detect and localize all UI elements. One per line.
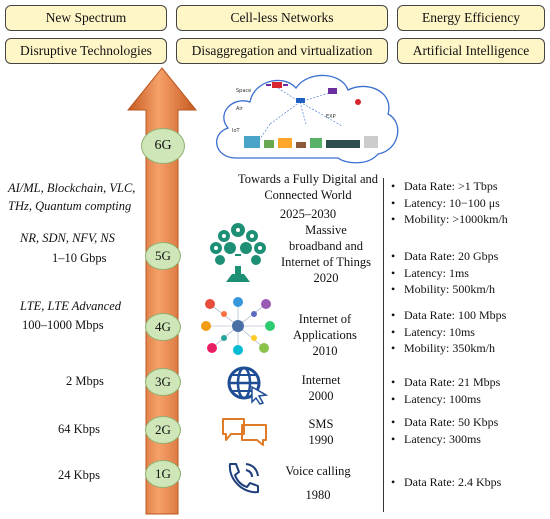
era-3g: Internet 2000 <box>280 372 362 404</box>
spec-item: Data Rate: 21 Mbps <box>391 374 500 391</box>
spec-item: Latency: 300ms <box>391 431 498 448</box>
cloud-label-space: Space <box>236 88 251 94</box>
era-4g-year: 2010 <box>312 344 338 358</box>
era-5g-line3: Internet of Things <box>280 255 372 269</box>
spec-item: Data Rate: >1 Tbps <box>391 178 508 195</box>
era-3g-line1: Internet <box>301 373 341 387</box>
era-6g: Towards a Fully Digital and Connected Wo… <box>226 171 390 222</box>
cloud-label-iot: IoT <box>232 128 241 134</box>
era-5g-year: 2020 <box>313 271 339 285</box>
timeline-arrow <box>126 67 198 515</box>
tech-4g: LTE, LTE Advanced <box>20 299 122 313</box>
chat-bubbles-icon <box>222 418 267 446</box>
era-4g-line1: Internet of <box>298 312 352 326</box>
globe-cursor-icon <box>227 366 268 405</box>
gen-4g: 4G <box>145 313 181 341</box>
rate-5g: 1–10 Gbps <box>52 251 107 265</box>
era-5g-line1: Massive <box>305 223 347 237</box>
box-disruptive-technologies: Disruptive Technologies <box>5 38 167 64</box>
tech-6g-line1: AI/ML, Blockchain, VLC, <box>8 181 136 195</box>
gen-6g: 6G <box>141 128 185 164</box>
specs-1g: Data Rate: 2.4 Kbps <box>391 474 501 491</box>
spec-item: Data Rate: 50 Kbps <box>391 414 498 431</box>
gen-5g: 5G <box>145 242 181 270</box>
apps-network-icon <box>201 297 275 355</box>
spec-item: Latency: 100ms <box>391 391 500 408</box>
rate-1g: 24 Kbps <box>58 468 101 482</box>
era-6g-line1: Towards a Fully Digital and <box>237 172 379 186</box>
specs-4g: Data Rate: 100 MbpsLatency: 10msMobility… <box>391 307 506 357</box>
spec-item: Data Rate: 20 Gbps <box>391 248 498 265</box>
spec-item: Data Rate: 2.4 Kbps <box>391 474 501 491</box>
rate-4g: 100–1000 Mbps <box>22 318 104 332</box>
era-4g: Internet of Applications 2010 <box>280 311 370 359</box>
era-1g-year: 1980 <box>305 488 331 502</box>
spec-item: Mobility: 350km/h <box>391 340 506 357</box>
era-2g-line1: SMS <box>308 417 334 431</box>
spec-item: Latency: 10ms <box>391 324 506 341</box>
spec-item: Mobility: >1000km/h <box>391 211 508 228</box>
specs-3g: Data Rate: 21 MbpsLatency: 100ms <box>391 374 500 407</box>
specs-6g: Data Rate: >1 TbpsLatency: 10−100 μsMobi… <box>391 178 508 228</box>
era-1g-line1: Voice calling <box>285 464 351 478</box>
cloud-label-exp: EXP <box>326 114 336 120</box>
rate-3g: 2 Mbps <box>66 374 104 388</box>
era-6g-year: 2025–2030 <box>279 207 337 221</box>
box-cell-less-networks: Cell-less Networks <box>176 5 388 31</box>
rate-2g: 64 Kbps <box>58 422 101 436</box>
gen-1g: 1G <box>145 460 181 488</box>
era-5g-line2: broadband and <box>289 239 363 253</box>
phone-icon <box>228 463 259 494</box>
cloud-label-air: Air <box>236 106 244 112</box>
iot-tree-icon <box>210 223 266 282</box>
gen-2g: 2G <box>145 416 181 444</box>
era-6g-line2: Connected World <box>264 188 352 202</box>
spec-item: Mobility: 500km/h <box>391 281 498 298</box>
cloud-network-icon: Space Air IoT EXP <box>216 74 399 164</box>
spec-item: Latency: 1ms <box>391 265 498 282</box>
spec-item: Latency: 10−100 μs <box>391 195 508 212</box>
era-2g: SMS 1990 <box>280 416 362 448</box>
separator-line <box>383 178 384 512</box>
spec-item: Data Rate: 100 Mbps <box>391 307 506 324</box>
specs-2g: Data Rate: 50 KbpsLatency: 300ms <box>391 414 498 447</box>
era-5g: Massive broadband and Internet of Things… <box>270 222 382 286</box>
specs-5g: Data Rate: 20 GbpsLatency: 1msMobility: … <box>391 248 498 298</box>
gen-3g: 3G <box>145 368 181 396</box>
era-4g-line2: Applications <box>293 328 357 342</box>
box-disaggregation: Disaggregation and virtualization <box>176 38 388 64</box>
box-energy-efficiency: Energy Efficiency <box>397 5 545 31</box>
era-3g-year: 2000 <box>308 389 334 403</box>
tech-5g: NR, SDN, NFV, NS <box>20 231 115 245</box>
tech-6g-line2: THz, Quantum compting <box>8 199 132 213</box>
box-artificial-intelligence: Artificial Intelligence <box>397 38 545 64</box>
box-new-spectrum: New Spectrum <box>5 5 167 31</box>
era-2g-year: 1990 <box>308 433 334 447</box>
